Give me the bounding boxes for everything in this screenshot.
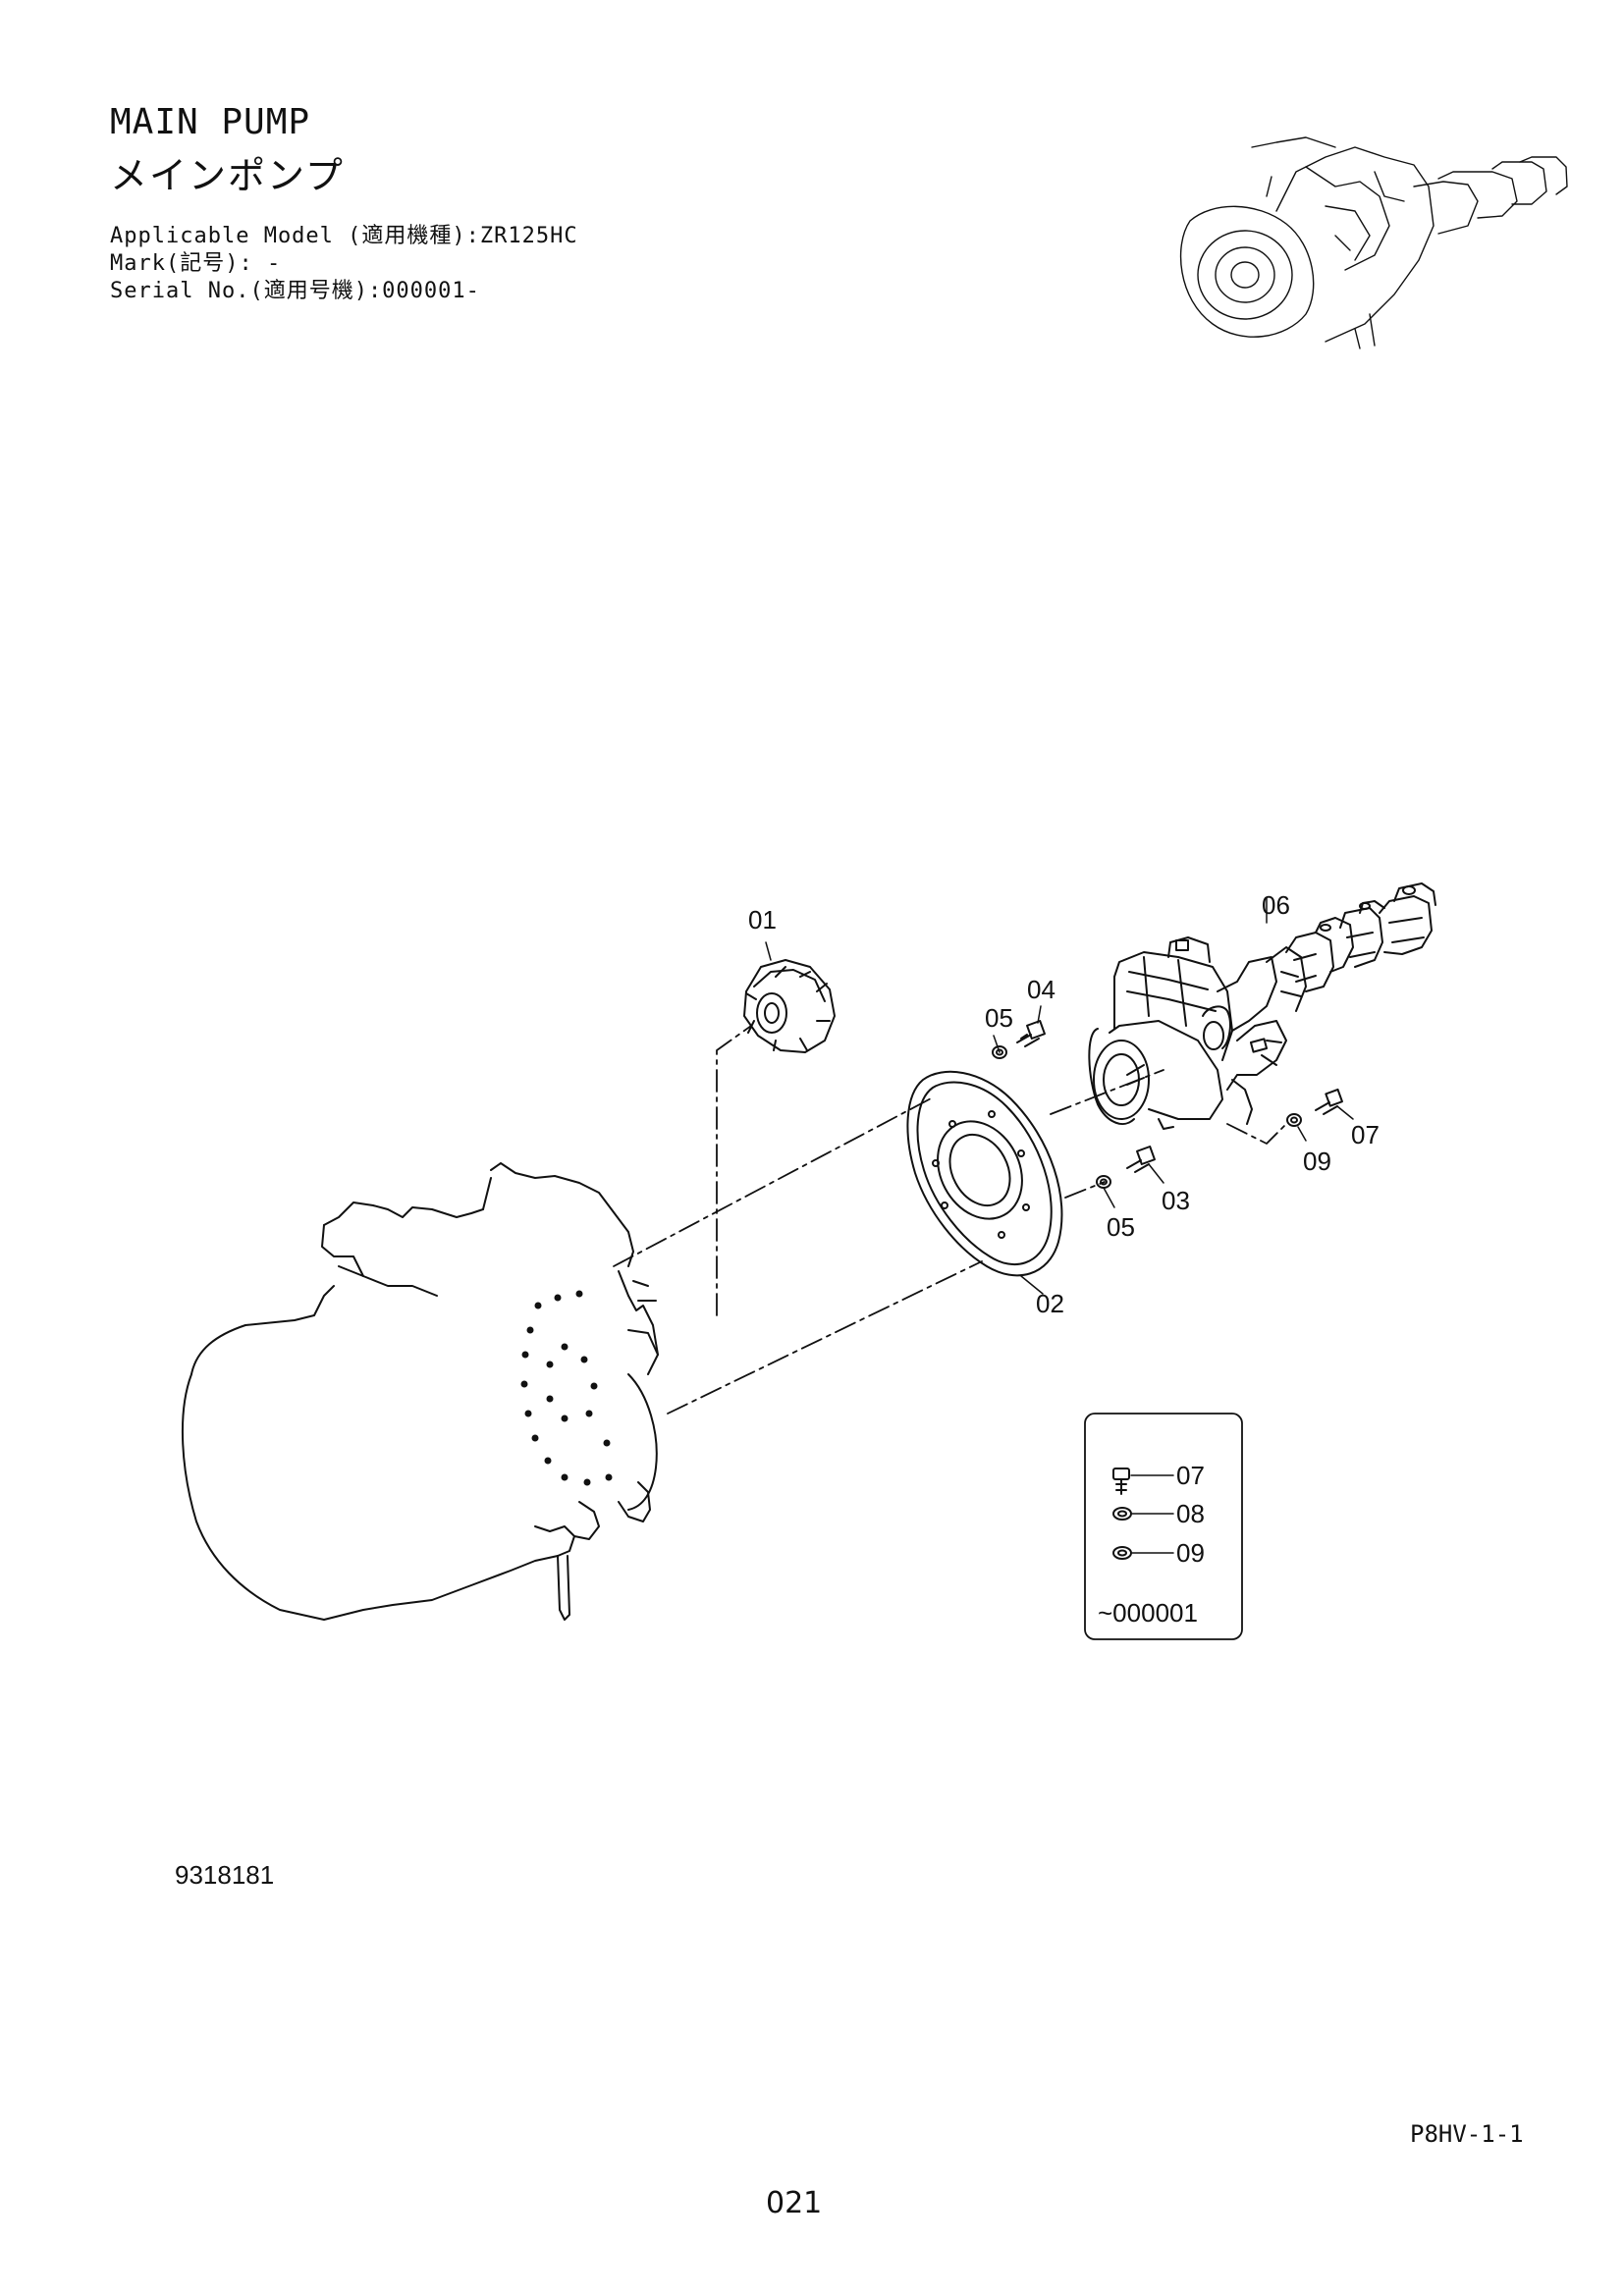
applicable-model: Applicable Model (適用機種):ZR125HC — [110, 224, 578, 248]
leader-lines — [765, 897, 1354, 1295]
serial-inset-box — [1084, 1413, 1243, 1640]
inset-bolt-07 — [1112, 1468, 1174, 1495]
callout-07: 07 — [1351, 1120, 1380, 1149]
page-title: MAIN PUMP — [110, 102, 311, 142]
assembly-lines — [613, 1025, 1287, 1415]
callout-06: 06 — [1262, 890, 1290, 920]
callout-05-lower: 05 — [1107, 1212, 1135, 1242]
inset-washer-09 — [1112, 1546, 1174, 1560]
inset-washer-08 — [1112, 1507, 1174, 1521]
callout-01: 01 — [748, 905, 777, 934]
washer-part-05-upper — [992, 1045, 1007, 1059]
bolt-part-03 — [1126, 1146, 1156, 1173]
callout-02: 02 — [1036, 1289, 1064, 1318]
bolt-part-07 — [1315, 1088, 1343, 1115]
adapter-plate-part-02 — [906, 1070, 1063, 1277]
washer-part-09 — [1286, 1113, 1302, 1127]
callout-04: 04 — [1027, 975, 1056, 1004]
callout-03: 03 — [1162, 1186, 1190, 1215]
inset-label-08: 08 — [1176, 1499, 1205, 1528]
drawing-number: 9318181 — [175, 1860, 275, 1890]
callout-05-upper: 05 — [985, 1003, 1013, 1033]
bolt-part-04 — [1016, 1020, 1046, 1047]
mark: Mark(記号): - — [110, 251, 282, 276]
inset-label-09: 09 — [1176, 1538, 1205, 1568]
inset-serial-range: ~000001 — [1098, 1598, 1198, 1628]
locator-thumbnail — [1179, 136, 1568, 349]
page-number: 021 — [766, 2186, 823, 2220]
coupling-part-01 — [743, 959, 836, 1053]
page-code: P8HV-1-1 — [1410, 2120, 1524, 2148]
main-pump-part-06 — [1088, 882, 1436, 1130]
callout-09: 09 — [1303, 1147, 1331, 1176]
page-title-japanese: メインポンプ — [110, 154, 345, 197]
engine-outline — [181, 1162, 659, 1621]
inset-label-07: 07 — [1176, 1461, 1205, 1490]
serial-number: Serial No.(適用号機):000001- — [110, 279, 480, 303]
